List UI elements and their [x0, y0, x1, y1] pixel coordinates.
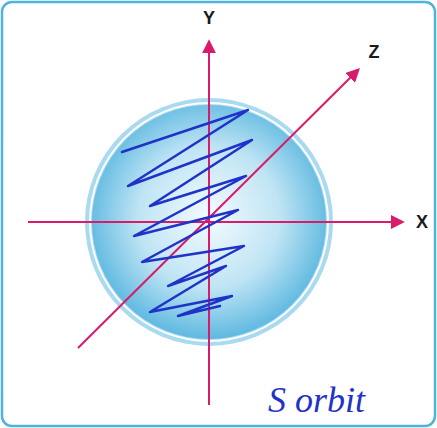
axis-label: Y — [203, 9, 215, 27]
hatching-scribble — [122, 110, 252, 316]
axis-label: Z — [369, 43, 380, 61]
z-axis — [78, 70, 358, 348]
y-axis — [208, 42, 210, 405]
axis-label: X — [416, 213, 428, 231]
handwritten-note: S orbit — [268, 382, 365, 418]
